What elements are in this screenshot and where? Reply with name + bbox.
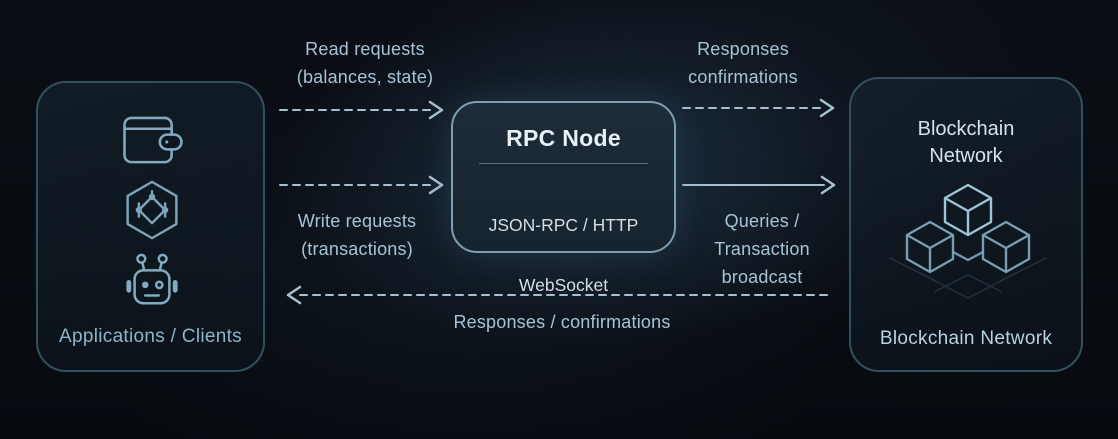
queries-broadcast-arrowhead xyxy=(820,175,836,195)
read-requests-label: Read requests (balances, state) xyxy=(296,39,434,87)
rpc-node-divider xyxy=(479,163,648,164)
network-hexagon-icon xyxy=(126,180,178,240)
responses-confirmations-bottom-label: Responses / confirmations xyxy=(453,312,671,332)
rpc-protocol-json-rpc-http: JSON-RPC / HTTP xyxy=(488,215,639,235)
queries-transaction-broadcast-label: Queries / Transaction broadcast xyxy=(714,211,810,287)
blockchain-network-title: Blockchain Network xyxy=(917,118,1015,167)
blockchain-network-node: Blockchain Network xyxy=(849,77,1083,372)
responses-bottom-arrowhead xyxy=(286,285,302,305)
read-requests-arrowhead xyxy=(428,100,444,120)
rpc-protocol-websocket: WebSocket xyxy=(518,275,609,295)
responses-confirmations-top-label: Responses confirmations xyxy=(688,39,798,87)
applications-clients-caption: Applications / Clients xyxy=(59,326,242,347)
rpc-node-title: RPC Node xyxy=(506,125,621,151)
robot-icon xyxy=(126,253,178,305)
wallet-icon xyxy=(123,116,183,164)
write-requests-label: Write requests (transactions) xyxy=(297,211,417,259)
responses-top-arrowhead xyxy=(819,98,835,118)
applications-clients-node: Applications / Clients xyxy=(36,81,265,372)
blockchain-network-caption: Blockchain Network xyxy=(879,328,1053,349)
rpc-node: RPC Node JSON-RPC / HTTP WebSocket xyxy=(451,101,676,295)
write-requests-arrowhead xyxy=(428,175,444,195)
blocks-cubes-icon xyxy=(889,183,1047,299)
